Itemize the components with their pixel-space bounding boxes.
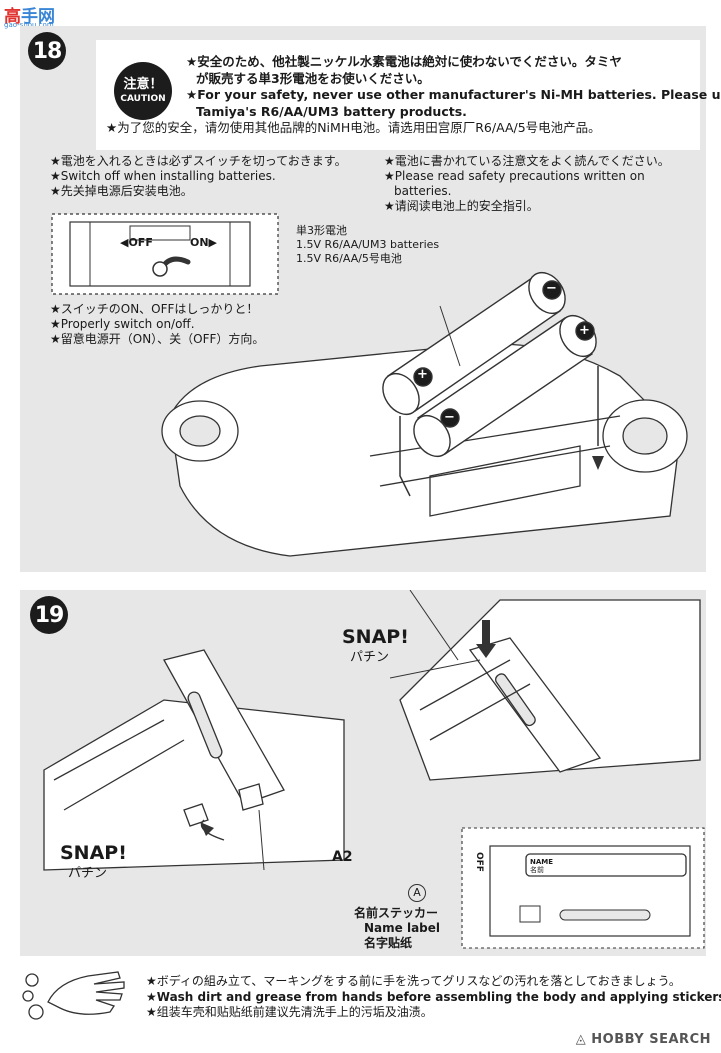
snap-label-left: SNAP!	[60, 842, 127, 864]
site-logo: 高手网	[4, 7, 55, 27]
note-line: ★電池を入れるときは必ずスイッチを切っておきます。	[50, 154, 347, 168]
read-precautions-note: ★電池に書かれている注意文をよく読んでください。 ★Please read sa…	[384, 154, 670, 214]
step-number-18: 18	[28, 32, 66, 70]
battery-minus-symbol: −	[546, 281, 557, 296]
battery-install-illustration	[161, 271, 688, 557]
sticker-label: 名前ステッカー Name label 名字贴纸	[354, 906, 440, 951]
battery-plus-symbol: +	[579, 323, 590, 338]
battery-label-line: 1.5V R6/AA/5号电池	[296, 252, 402, 265]
step-18-panel: 18 注意！ CAUTION ★安全のため、他社製ニッケル水素電池は絶対に使わな…	[20, 26, 721, 572]
switch-off-label: ◀OFF	[120, 236, 153, 249]
snap-sub-right: パチン	[350, 650, 390, 665]
note-line: ★请阅读电池上的安全指引。	[384, 199, 539, 213]
caution-box: 注意！ CAUTION ★安全のため、他社製ニッケル水素電池は絶対に使わないでく…	[96, 40, 721, 150]
footer-note: ★ボディの組み立て、マーキングをする前に手を洗ってグリスなどの汚れを落としておき…	[146, 974, 721, 1021]
caution-badge-jp: 注意！	[123, 77, 163, 92]
caution-line: ★安全のため、他社製ニッケル水素電池は絶対に使わないでください。タミヤ	[186, 54, 622, 69]
off-mark: OFF	[474, 852, 484, 872]
note-line: ★スイッチのON、OFFはしっかりと！	[50, 302, 259, 316]
note-line: batteries.	[394, 184, 452, 198]
caution-line: が販売する単3形電池をお使いください。	[196, 70, 430, 86]
name-plate-en: NAME	[530, 858, 554, 866]
sticker-letter-a: A	[408, 884, 426, 902]
battery-cover-left-illustration	[43, 649, 345, 871]
site-logo-url: gao-shou.com	[4, 21, 54, 29]
sticker-label-line: Name label	[364, 921, 441, 935]
part-label-a2: A2	[332, 849, 353, 865]
caution-text: ★安全のため、他社製ニッケル水素電池は絶対に使わないでください。タミヤ が販売す…	[106, 54, 721, 137]
caution-line: Tamiya's R6/AA/UM3 battery products.	[196, 103, 467, 119]
sticker-label-line: 名字贴纸	[364, 936, 413, 950]
battery-cover-right-illustration	[390, 590, 701, 781]
footer-line: ★组装车壳和贴贴纸前建议先清洗手上的污垢及油渍。	[146, 1005, 433, 1019]
name-plate-jp: 名前	[530, 866, 544, 874]
note-line: ★留意电源开（ON）、关（OFF）方向。	[50, 332, 265, 346]
onoff-note: ★スイッチのON、OFFはしっかりと！ ★Properly switch on/…	[50, 302, 264, 347]
caution-badge-en: CAUTION	[120, 94, 166, 104]
battery-label-line: 1.5V R6/AA/UM3 batteries	[296, 238, 440, 251]
note-line: ★電池に書かれている注意文をよく読んでください。	[384, 154, 670, 168]
note-line: ★Properly switch on/off.	[50, 317, 195, 331]
caution-badge: 注意！ CAUTION	[114, 62, 172, 120]
caution-line: ★For your safety, never use other manufa…	[186, 87, 721, 102]
note-line: ★先关掉电源后安装电池。	[50, 184, 193, 198]
switch-inset-illustration	[51, 213, 279, 295]
caution-line: ★为了您的安全，请勿使用其他品牌的NiMH电池。请选用田宫原厂R6/AA/5号电…	[106, 120, 601, 135]
switch-on-label: ON▶	[190, 236, 218, 249]
battery-minus-symbol: −	[444, 410, 455, 425]
step-19-panel: 19 SNAP! パチン A2 SNAP! パチン	[20, 590, 706, 956]
step-number-19: 19	[30, 596, 68, 634]
battery-label: 単3形電池 1.5V R6/AA/UM3 batteries 1.5V R6/A…	[296, 224, 439, 266]
snap-label-right: SNAP!	[342, 626, 409, 648]
hobby-search-watermark: ◬ HOBBY SEARCH	[575, 1032, 711, 1047]
note-line: ★Please read safety precautions written …	[384, 169, 645, 183]
battery-plus-symbol: +	[417, 367, 428, 382]
footer-line: ★Wash dirt and grease from hands before …	[146, 989, 721, 1004]
sticker-label-line: 名前ステッカー	[354, 906, 439, 920]
switch-off-note: ★電池を入れるときは必ずスイッチを切っておきます。 ★Switch off wh…	[50, 154, 347, 199]
hand-washing-icon	[22, 971, 125, 1020]
snap-sub-left: パチン	[68, 866, 108, 881]
note-line: ★Switch off when installing batteries.	[50, 169, 276, 183]
name-label-illustration	[461, 827, 705, 949]
footer-line: ★ボディの組み立て、マーキングをする前に手を洗ってグリスなどの汚れを落としておき…	[146, 974, 681, 988]
battery-label-line: 単3形電池	[296, 224, 347, 237]
